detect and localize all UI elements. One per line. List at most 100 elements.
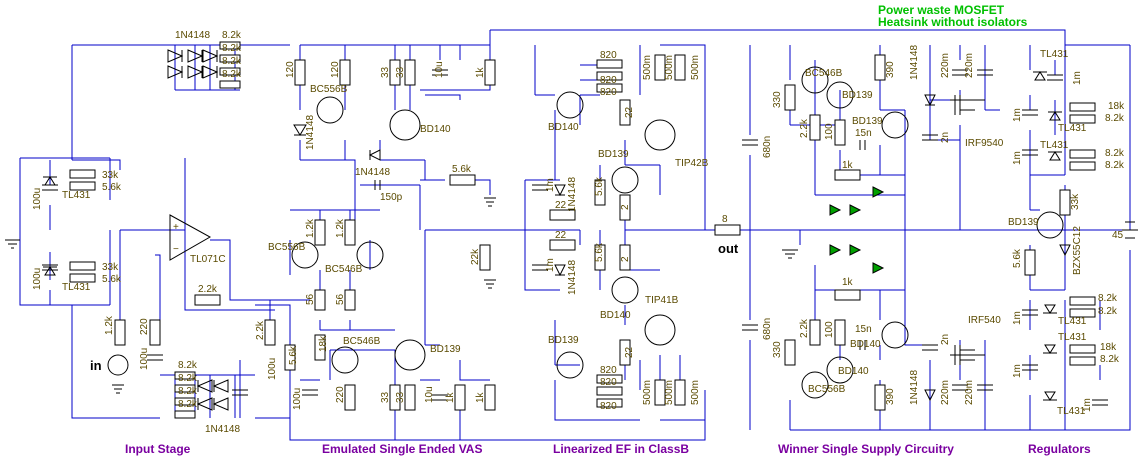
transistor [291, 241, 319, 269]
label-r500m-b: 500m [664, 55, 675, 80]
resistor [596, 398, 623, 408]
resistor [596, 59, 623, 69]
section-winner: Winner Single Supply Circuitry [778, 442, 954, 456]
resistor [264, 319, 276, 346]
label-r1k-w2: 1k [842, 277, 854, 288]
diode [196, 397, 213, 411]
label-r22k-vas: 2.2k [255, 320, 266, 340]
resistor [314, 219, 326, 246]
resistor [619, 244, 631, 271]
diode [554, 264, 566, 277]
label-bc546b-bot: BC546B [343, 336, 381, 347]
label-r82k-c: 8.2k [222, 69, 242, 80]
label-r82k-r1: 8.2k [1105, 113, 1125, 124]
capacitor [977, 384, 993, 391]
resistor [619, 194, 631, 221]
resistor [834, 319, 846, 346]
label-r390-b: 390 [885, 388, 896, 405]
resistor [1069, 114, 1096, 124]
ground-symbol [782, 249, 798, 259]
header-line1: Power waste MOSFET [878, 3, 1005, 17]
label-tip42b: TIP42B [675, 158, 709, 169]
resistor [654, 54, 666, 81]
label-r120-a: 120 [285, 61, 296, 78]
resistor [674, 54, 686, 81]
opamp-minus: − [173, 244, 179, 255]
section-ef: Linearized EF in ClassB [553, 442, 689, 456]
ground-symbol [484, 279, 496, 289]
resistor [69, 169, 96, 179]
label-c15n-b: 15n [855, 324, 872, 335]
capacitor [1022, 309, 1038, 316]
label-r12k-in: 1.2k [104, 315, 115, 335]
resistor [174, 371, 196, 380]
label-r22k-ef: 22k [470, 248, 481, 265]
diode [924, 389, 936, 402]
label-r820-e: 820 [600, 377, 617, 388]
diode [196, 379, 213, 393]
mosfet-irf9540 [950, 95, 985, 115]
resistor [1069, 356, 1096, 366]
label-r500m-a: 500m [642, 55, 653, 80]
label-r33k-b: 33k [102, 262, 119, 273]
resistor [194, 294, 221, 306]
label-tl431-r4: TL431 [1058, 316, 1087, 327]
resistor [69, 261, 96, 271]
terminal-output: out [718, 241, 739, 256]
resistor [594, 179, 606, 206]
resistor [1059, 189, 1071, 216]
resistor [784, 84, 796, 111]
label-r8: 8 [722, 214, 728, 225]
resistor [294, 59, 306, 86]
label-d1n4148-ef1: 1N4148 [567, 177, 578, 212]
header-line2: Heatsink without isolators [878, 15, 1028, 29]
tl431 [1043, 391, 1057, 401]
resistor [1069, 344, 1096, 354]
label-opamp: TL071C [190, 254, 226, 265]
label-bc556b-top: BC556B [310, 84, 348, 95]
label-r500m-f: 500m [690, 380, 701, 405]
label-tl431-r1: TL431 [1040, 49, 1069, 60]
label-c1m-r5: 1m [1012, 364, 1023, 378]
tl431 [1048, 111, 1062, 121]
diode [212, 397, 229, 411]
label-d1n4148-w: 1N4148 [909, 45, 920, 80]
capacitor [977, 69, 993, 76]
resistor [654, 379, 666, 406]
resistor [114, 319, 126, 346]
resistor [314, 334, 326, 361]
transistor [394, 339, 426, 371]
resistor [596, 83, 623, 93]
transistor [611, 166, 639, 194]
label-tl431-r5: TL431 [1058, 332, 1087, 343]
diode [368, 149, 381, 161]
resistor [549, 209, 576, 221]
resistor [809, 319, 821, 346]
tl431 [1043, 344, 1057, 354]
led [872, 186, 885, 198]
label-d-bot: 1N4148 [205, 424, 240, 435]
ground-symbol [484, 197, 496, 207]
label-r22-a: 22 [624, 106, 635, 118]
resistor [594, 244, 606, 271]
label-r56k-b: 5.6k [102, 274, 122, 285]
led-array [829, 186, 885, 274]
label-r220-vas: 220 [335, 386, 346, 403]
label-r18k-r2: 18k [1100, 342, 1117, 353]
label-r82k-r6: 8.2k [1100, 354, 1120, 365]
resistor [1069, 102, 1096, 112]
resistor [714, 224, 741, 236]
resistor [449, 174, 476, 186]
resistor [596, 386, 623, 396]
label-r33k-r: 33k [1070, 193, 1081, 210]
resistor [596, 374, 623, 384]
label-bd140-ef2: BD140 [600, 310, 631, 321]
resistor [1024, 249, 1036, 276]
label-r500m-c: 500m [690, 55, 701, 80]
label-c1m-r6: 1m [1082, 398, 1093, 412]
label-r12k-b: 1.2k [335, 218, 346, 238]
resistor [284, 344, 296, 371]
resistor [404, 384, 416, 411]
label-d1n4148-vas2: 1N4148 [355, 167, 390, 178]
label-bc546b-mid: BC546B [325, 264, 363, 275]
